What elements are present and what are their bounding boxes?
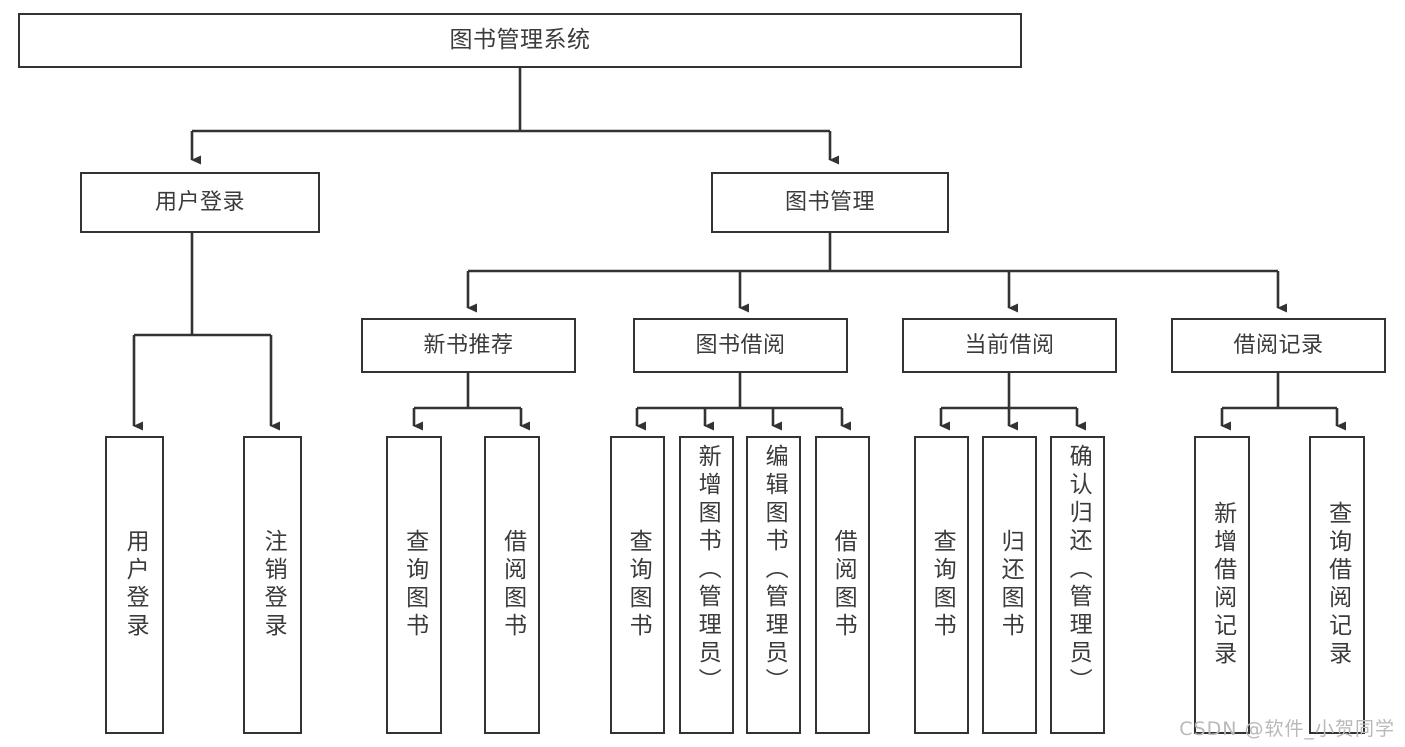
leaf-new-book-query-book[interactable]: 查询图书 xyxy=(386,436,442,734)
node-label: 用户登录 xyxy=(122,529,149,641)
node-label: 新增图书（管理员） xyxy=(694,444,721,696)
node-label: 注销登录 xyxy=(260,529,287,641)
node-label: 查询图书 xyxy=(929,529,956,641)
leaf-book-borrow-add-book-admin[interactable]: 新增图书（管理员） xyxy=(679,436,734,734)
node-new-book-recommend[interactable]: 新书推荐 xyxy=(361,318,576,373)
leaf-book-borrow-query-book[interactable]: 查询图书 xyxy=(610,436,665,734)
node-label: 查询图书 xyxy=(625,529,652,641)
node-label: 查询图书 xyxy=(401,529,428,641)
node-label: 编辑图书（管理员） xyxy=(761,444,788,696)
leaf-borrow-record-query-record[interactable]: 查询借阅记录 xyxy=(1309,436,1365,734)
node-label: 查询借阅记录 xyxy=(1324,501,1351,669)
leaf-borrow-record-add-record[interactable]: 新增借阅记录 xyxy=(1194,436,1250,734)
leaf-new-book-borrow-book[interactable]: 借阅图书 xyxy=(484,436,540,734)
node-label: 图书管理系统 xyxy=(449,27,591,54)
csdn-watermark: CSDN @软件_小贺同学 xyxy=(1179,718,1395,740)
node-book-management[interactable]: 图书管理 xyxy=(711,172,949,233)
leaf-user-login-logout[interactable]: 注销登录 xyxy=(243,436,302,734)
leaf-current-borrow-return-book[interactable]: 归还图书 xyxy=(982,436,1037,734)
leaf-current-borrow-confirm-return-admin[interactable]: 确认归还（管理员） xyxy=(1050,436,1105,734)
node-label: 借阅图书 xyxy=(830,529,857,641)
node-root-book-management-system[interactable]: 图书管理系统 xyxy=(18,13,1022,68)
leaf-user-login-login[interactable]: 用户登录 xyxy=(105,436,164,734)
node-label: 图书借阅 xyxy=(695,332,786,358)
node-borrow-record[interactable]: 借阅记录 xyxy=(1171,318,1386,373)
node-label: 借阅记录 xyxy=(1233,332,1324,358)
node-label: 图书管理 xyxy=(784,189,875,215)
leaf-book-borrow-edit-book-admin[interactable]: 编辑图书（管理员） xyxy=(746,436,801,734)
node-current-borrow[interactable]: 当前借阅 xyxy=(902,318,1117,373)
node-user-login[interactable]: 用户登录 xyxy=(80,172,320,233)
node-label: 当前借阅 xyxy=(964,332,1055,358)
node-label: 归还图书 xyxy=(997,529,1024,641)
node-label: 新书推荐 xyxy=(423,332,514,358)
node-book-borrow[interactable]: 图书借阅 xyxy=(633,318,848,373)
node-label: 用户登录 xyxy=(154,189,245,215)
node-label: 借阅图书 xyxy=(499,529,526,641)
node-label: 新增借阅记录 xyxy=(1209,501,1236,669)
node-label: 确认归还（管理员） xyxy=(1065,444,1092,696)
leaf-book-borrow-borrow-book[interactable]: 借阅图书 xyxy=(815,436,870,734)
leaf-current-borrow-query-book[interactable]: 查询图书 xyxy=(914,436,969,734)
